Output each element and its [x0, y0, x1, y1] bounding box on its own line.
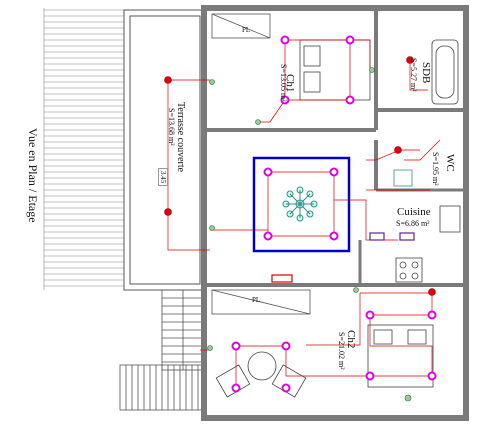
ch2-area: S=21.02 m²: [337, 332, 346, 370]
sdb-area: S=5.27 m²: [409, 58, 418, 92]
ceiling-lights: [231, 35, 437, 393]
placard-label-1: PL: [242, 26, 251, 34]
placards: [211, 13, 311, 315]
bed-ch2: [367, 324, 434, 388]
ch2-name: Ch2: [345, 330, 357, 349]
walls: [201, 5, 469, 421]
terrasse-area: S=13.68 m²: [167, 108, 176, 146]
wc-name: WC: [444, 154, 456, 172]
table-chairs: [215, 351, 307, 398]
cuisine-name: Cuisine: [397, 206, 431, 218]
cuisine-area: S=6.86 m²: [396, 219, 430, 228]
kitchen-fixtures: [393, 169, 461, 283]
stairs: [119, 289, 205, 411]
terrace-outline: [123, 9, 205, 291]
placard-label-2: PL: [252, 296, 261, 304]
view-label: Vue en Plan / Etage: [26, 128, 40, 223]
ch1-area: S=13.05 m²: [279, 64, 288, 102]
bathtub: [431, 39, 459, 105]
deck-hatching: [43, 8, 124, 290]
bed-ch1: [299, 39, 371, 101]
chandelier-icon: [282, 186, 318, 222]
sdb-name: SDB: [420, 62, 432, 84]
terrasse-name: Terrasse couverte: [175, 102, 186, 173]
highlight-box: [252, 156, 351, 253]
terrasse-tag: 3.45: [158, 168, 168, 187]
sockets: [271, 232, 415, 283]
wc-area: S=1.95 m²: [431, 152, 440, 186]
wall-lights: [164, 56, 436, 296]
switches: [207, 67, 412, 402]
